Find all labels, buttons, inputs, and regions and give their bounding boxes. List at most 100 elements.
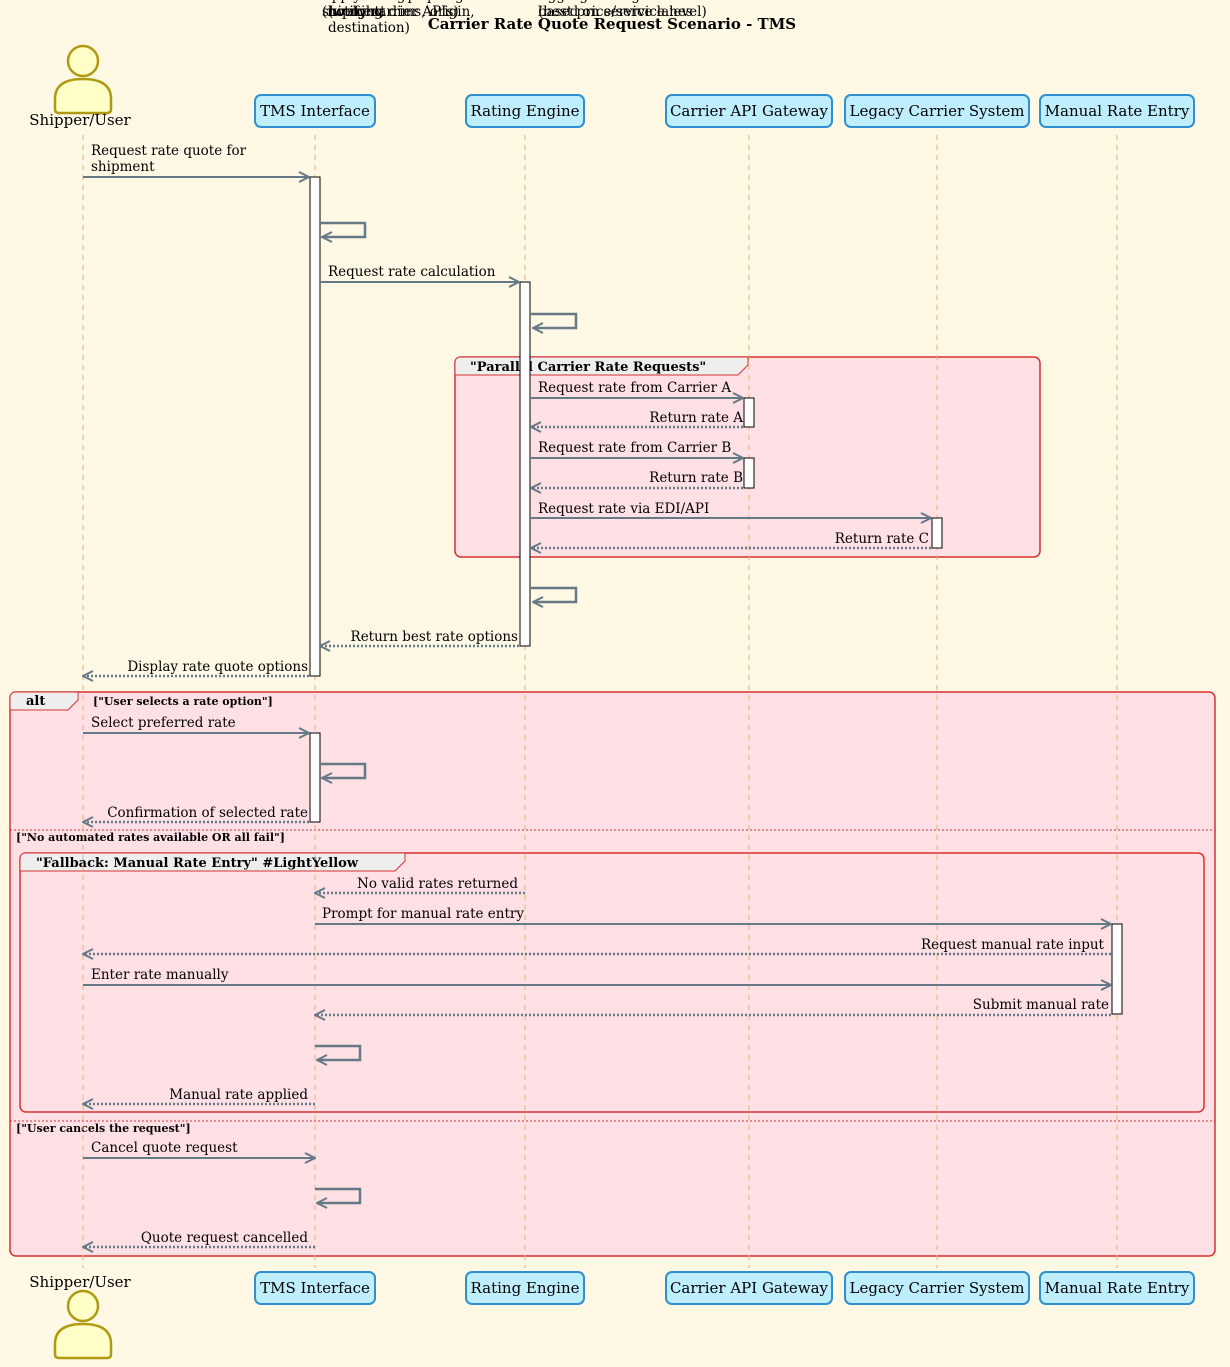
- message-22: Apply manual rate toshipment: [315, 0, 466, 1060]
- message-arrow: [320, 762, 367, 778]
- message-14: Select preferred rate: [83, 715, 309, 733]
- message-8: Return rate B: [531, 470, 743, 488]
- actor-head-bottom: [66, 1289, 100, 1323]
- message-6: Return rate A: [531, 410, 743, 427]
- message-12: Return best rate options: [320, 629, 519, 646]
- message-label: Display rate quote options: [127, 659, 308, 675]
- participant-label-tms-bottom: TMS Interface: [260, 1279, 370, 1297]
- activation-bar-gateway: [743, 457, 755, 489]
- message-label: Return rate A: [649, 410, 743, 426]
- alt-keyword: alt: [26, 694, 45, 709]
- message-label: Select preferred rate: [91, 715, 236, 731]
- message-label: Prompt for manual rate entry: [322, 906, 524, 922]
- message-16: Confirmation of selected rate: [83, 805, 309, 822]
- participant-box-legacy-bottom: [844, 1271, 1030, 1305]
- message-2: Validate shipment details(weight, dims, …: [320, 0, 501, 237]
- participant-box-legacy-top: [844, 94, 1030, 128]
- message-19: Request manual rate input: [83, 937, 1111, 954]
- message-label: Confirmation of selected rate: [107, 805, 308, 821]
- message-7: Request rate from Carrier B: [531, 440, 743, 458]
- message-label: Request rate from Carrier B: [538, 440, 731, 456]
- message-label: Return best rate options: [351, 629, 519, 645]
- message-23: Manual rate applied: [83, 1087, 315, 1104]
- actor-figure-top: [53, 44, 113, 115]
- message-25: Abort rate gathering(notify carrier APIs…: [315, 0, 464, 1203]
- participant-box-tms-top: [254, 94, 376, 128]
- message-label: Abort rate gathering(notify carrier APIs…: [321, 0, 464, 20]
- message-20: Enter rate manually: [83, 967, 1111, 985]
- participant-box-gateway-bottom: [665, 1271, 833, 1305]
- message-4: Determine eligible carriersbased on serv…: [531, 0, 724, 328]
- activation-bar-tms: [309, 732, 321, 823]
- message-label: Validate shipment details(weight, dims, …: [327, 0, 501, 36]
- message-24: Cancel quote request: [83, 1140, 315, 1158]
- message-label: Submit manual rate: [973, 997, 1109, 1013]
- message-label: Aggregate and rank rates(best price/serv…: [537, 0, 714, 20]
- participant-label-legacy-bottom: Legacy Carrier System: [850, 1279, 1025, 1297]
- message-label: No valid rates returned: [357, 876, 518, 892]
- participant-label-manual-bottom: Manual Rate Entry: [1045, 1279, 1190, 1297]
- message-9: Request rate via EDI/API: [531, 501, 931, 518]
- participant-label-gateway-bottom: Carrier API Gateway: [670, 1279, 829, 1297]
- participant-label-legacy-top: Legacy Carrier System: [850, 102, 1025, 120]
- diagram-title: Carrier Rate Quote Request Scenario - TM…: [428, 15, 796, 33]
- message-17: No valid rates returned: [315, 876, 525, 893]
- message-label: Apply manual rate toshipment: [321, 0, 466, 20]
- parallel-group-label: "Parallel Carrier Rate Requests": [470, 360, 706, 375]
- message-label: Quote request cancelled: [141, 1230, 308, 1246]
- message-label: Determine eligible carriersbased on serv…: [538, 0, 724, 20]
- message-13: Display rate quote options: [83, 659, 309, 676]
- message-label: Return rate B: [649, 470, 743, 486]
- participant-box-manual-bottom: [1039, 1271, 1195, 1305]
- message-arrow: [531, 586, 578, 602]
- participant-label-rating-bottom: Rating Engine: [471, 1279, 580, 1297]
- message-18: Prompt for manual rate entry: [315, 906, 1111, 924]
- fallback-group-label: "Fallback: Manual Rate Entry" #LightYell…: [36, 856, 359, 871]
- message-label: Request rate via EDI/API: [538, 501, 709, 517]
- lifelines-layer: [82, 135, 1118, 1268]
- message-15: Lock rate and proceed tobooking: [320, 0, 500, 778]
- participant-box-manual-top: [1039, 94, 1195, 128]
- participant-label-rating-top: Rating Engine: [471, 102, 580, 120]
- participant-box-rating-top: [465, 94, 585, 128]
- alt-group-tab: [9, 691, 79, 711]
- message-label: Lock rate and proceed tobooking: [328, 0, 500, 20]
- actor-head-top: [66, 44, 100, 78]
- message-label: Return rate C: [835, 531, 929, 547]
- alt-condition-2: ["No automated rates available OR all fa…: [16, 831, 285, 844]
- participant-box-tms-bottom: [254, 1271, 376, 1305]
- participant-label-gateway-top: Carrier API Gateway: [670, 102, 829, 120]
- actor-figure-bottom: [53, 1289, 113, 1360]
- actor-label-bottom: Shipper/User: [29, 1273, 131, 1291]
- message-3: Request rate calculation: [320, 264, 519, 282]
- activation-bar-rating: [519, 281, 531, 647]
- message-arrow: [315, 1187, 362, 1203]
- message-21: Submit manual rate: [315, 997, 1111, 1015]
- message-26: Quote request cancelled: [83, 1230, 315, 1247]
- alt-condition-3: ["User cancels the request"]: [16, 1122, 191, 1135]
- message-label: Enter rate manually: [91, 967, 229, 983]
- message-label: Request manual rate input: [921, 937, 1105, 953]
- message-arrow: [320, 221, 367, 237]
- activations-layer: [309, 176, 1123, 1015]
- activation-bar-manual: [1111, 923, 1123, 1015]
- actor-body-top: [53, 77, 113, 115]
- participant-box-gateway-top: [665, 94, 833, 128]
- message-label: Manual rate applied: [169, 1087, 308, 1103]
- message-label: Request rate from Carrier A: [538, 380, 731, 396]
- actor-label-top: Shipper/User: [29, 111, 131, 129]
- message-arrow: [315, 1044, 362, 1060]
- message-label: Cancel quote request: [91, 1140, 238, 1156]
- participant-box-rating-bottom: [465, 1271, 585, 1305]
- actor-body-bottom: [53, 1322, 113, 1360]
- activation-bar-legacy: [931, 517, 943, 549]
- message-arrow: [531, 312, 578, 328]
- message-5: Request rate from Carrier A: [531, 380, 743, 398]
- message-10: Return rate C: [531, 531, 931, 548]
- message-label: Request rate calculation: [328, 264, 496, 280]
- activation-bar-gateway: [743, 397, 755, 428]
- message-11: Aggregate and rank rates(best price/serv…: [531, 0, 714, 602]
